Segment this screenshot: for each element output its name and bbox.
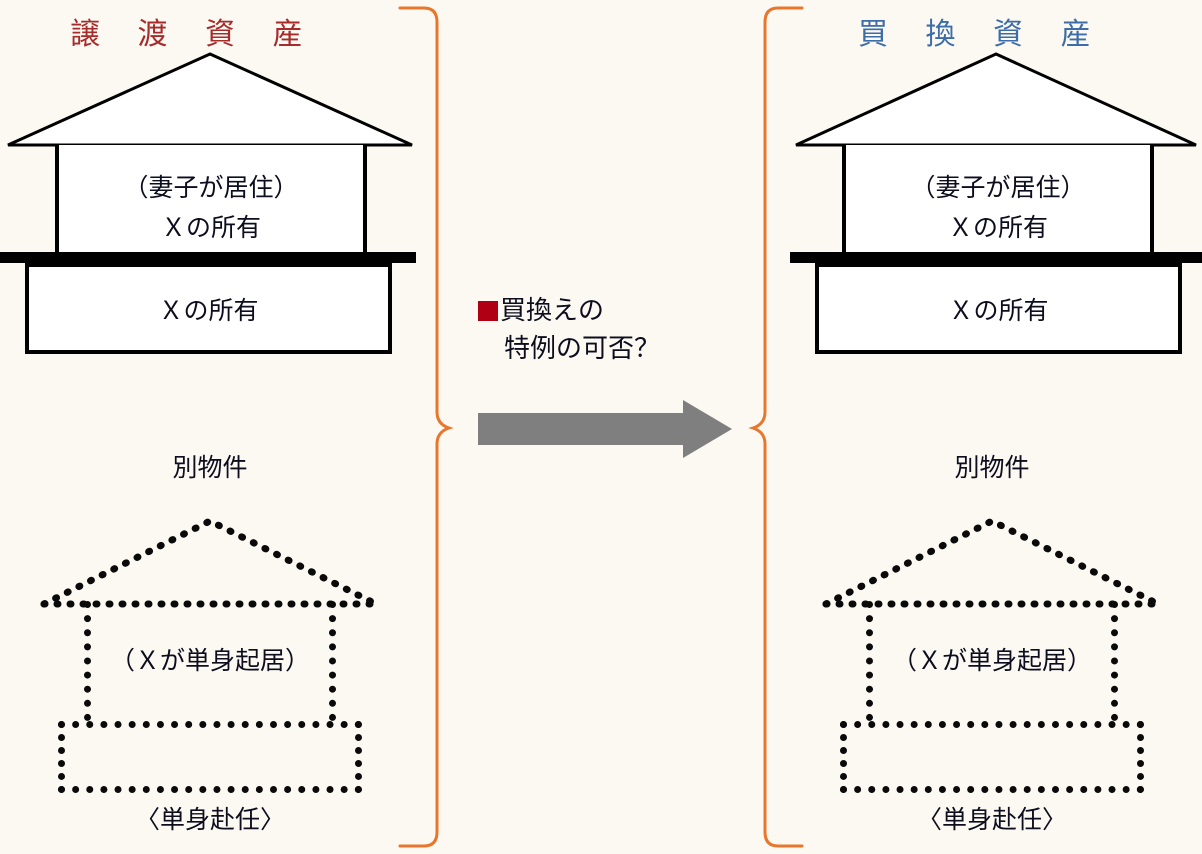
left-secondary-base-box (58, 721, 362, 793)
left-primary-base-box: Ｘの所有 (25, 263, 392, 354)
left-secondary-house: 別物件 （Ｘが単身起居） 〈単身赴任〉 (0, 455, 420, 845)
right-secondary-house-roof (822, 517, 1162, 608)
right-secondary-label-below: 〈単身赴任〉 (916, 805, 1067, 834)
right-arrow-icon (478, 400, 732, 458)
left-ground-line (0, 252, 416, 263)
left-secondary-label-below: 〈単身赴任〉 (134, 805, 285, 834)
red-square-icon (478, 301, 498, 321)
left-primary-wall-line-2: Ｘの所有 (160, 213, 261, 242)
left-secondary-house-roof (40, 517, 380, 608)
right-primary-wall-line-2: Ｘの所有 (947, 213, 1048, 242)
left-primary-house: （妻子が居住） Ｘの所有 (0, 48, 420, 358)
center-note-line-2: 特例の可否？ (504, 333, 661, 364)
right-secondary-base-box (840, 721, 1144, 793)
center-note-line-1: 買換えの (500, 296, 605, 326)
left-column-heading: 譲 渡 資 産 (70, 17, 317, 52)
right-primary-house-roof (795, 52, 1197, 147)
right-secondary-label-above: 別物件 (954, 453, 1030, 482)
right-secondary-house: 別物件 （Ｘが単身起居） 〈単身赴任〉 (782, 455, 1202, 845)
right-secondary-wall-text: （Ｘが単身起居） (891, 646, 1092, 675)
left-primary-wall-line-1: （妻子が居住） (123, 173, 299, 202)
left-secondary-wall-text: （Ｘが単身起居） (109, 646, 310, 675)
left-primary-house-roof (7, 52, 413, 147)
right-primary-base-text: Ｘの所有 (948, 295, 1049, 325)
right-secondary-house-wall: （Ｘが単身起居） (866, 601, 1118, 721)
right-column-heading: 買 換 資 産 (858, 17, 1105, 52)
transfer-arrow (478, 400, 732, 462)
center-note: 買換えの 特例の可否？ (478, 293, 660, 368)
right-ground-line (790, 252, 1202, 263)
right-primary-wall-line-1: （妻子が居住） (910, 173, 1086, 202)
left-secondary-house-wall: （Ｘが単身起居） (84, 601, 336, 721)
left-secondary-label-above: 別物件 (172, 453, 248, 482)
left-primary-base-text: Ｘの所有 (158, 295, 259, 325)
right-primary-base-box: Ｘの所有 (815, 263, 1182, 354)
